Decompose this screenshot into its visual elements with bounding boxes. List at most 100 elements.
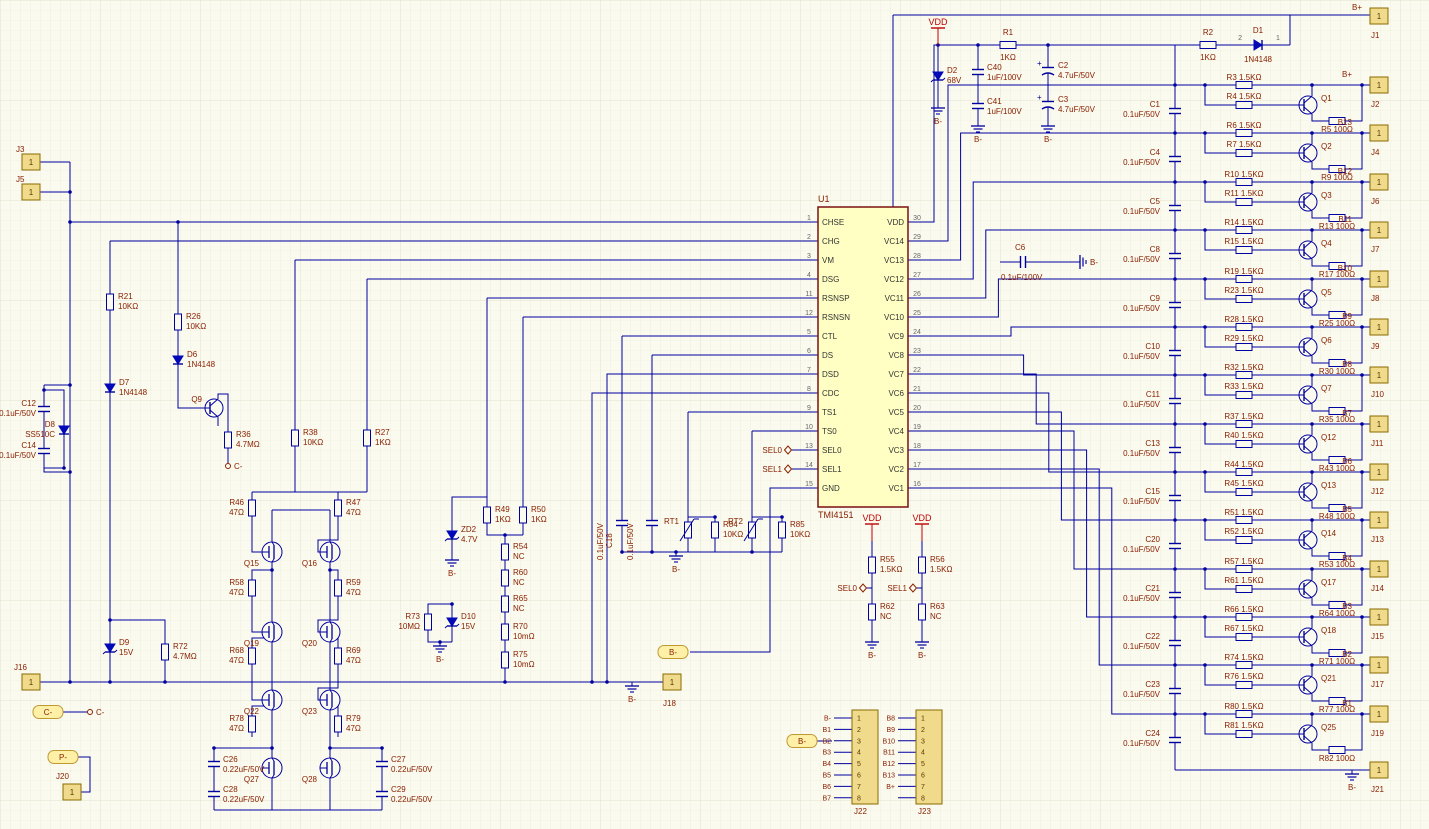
resistor-R10[interactable] (1231, 178, 1257, 186)
connector-box-J16[interactable] (21, 673, 41, 691)
resistor-R72[interactable] (161, 639, 169, 665)
resistor-R32[interactable] (1231, 371, 1257, 379)
connector-J2[interactable] (1369, 76, 1389, 94)
transistor-Q4[interactable] (1298, 240, 1318, 260)
resistor-R62[interactable] (868, 599, 876, 625)
transistor-Q17[interactable] (1298, 579, 1318, 599)
transistor-Q21[interactable] (1298, 675, 1318, 695)
resistor-R2[interactable] (1195, 41, 1221, 49)
net-flag-box[interactable] (32, 705, 64, 719)
capacitor-C24[interactable] (1169, 730, 1181, 750)
resistor-R40[interactable] (1231, 440, 1257, 448)
connector-box-J6[interactable] (1369, 173, 1389, 191)
connector-box-J8[interactable] (1369, 270, 1389, 288)
connector-box-J22[interactable] (851, 709, 879, 805)
connector-J3[interactable] (21, 153, 41, 171)
resistor-R46[interactable] (248, 495, 256, 521)
resistor-R58[interactable] (248, 575, 256, 601)
resistor-R80[interactable] (1231, 710, 1257, 718)
resistor-R25[interactable] (1324, 311, 1350, 319)
transistor-Q2[interactable] (1298, 143, 1318, 163)
connector-J4[interactable] (1369, 124, 1389, 142)
resistor-R59[interactable] (334, 575, 342, 601)
capacitor-C20[interactable] (1169, 536, 1181, 556)
resistor-R3[interactable] (1231, 81, 1257, 89)
transistor-Q5[interactable] (1298, 289, 1318, 309)
connector-J10[interactable] (1369, 366, 1389, 384)
net-flag-box[interactable] (786, 734, 818, 748)
resistor-R82[interactable] (1324, 746, 1350, 754)
resistor-R76[interactable] (1231, 681, 1257, 689)
mosfet-Q28[interactable] (319, 757, 341, 779)
connector-box-J10[interactable] (1369, 366, 1389, 384)
resistor-R63[interactable] (918, 599, 926, 625)
diode-D8[interactable] (58, 419, 70, 441)
resistor-R73[interactable] (424, 609, 432, 635)
resistor-R5[interactable] (1324, 117, 1350, 125)
net-flag-B-[interactable] (657, 645, 689, 659)
connector-box-J18[interactable] (662, 673, 682, 691)
resistor-R51[interactable] (1231, 516, 1257, 524)
connector-J5[interactable] (21, 183, 41, 201)
connector-J13[interactable] (1369, 511, 1389, 529)
resistor-R26[interactable] (174, 309, 182, 335)
resistor-R56[interactable] (918, 552, 926, 578)
resistor-R48[interactable] (1324, 504, 1350, 512)
resistor-R29[interactable] (1231, 343, 1257, 351)
resistor-R75[interactable] (501, 647, 509, 673)
connector-J20[interactable] (62, 783, 82, 801)
resistor-R50[interactable] (519, 502, 527, 528)
capacitor-C6[interactable] (1013, 256, 1033, 268)
net-port-diamond[interactable] (858, 583, 868, 593)
capacitor-C22[interactable] (1169, 633, 1181, 653)
resistor-R81[interactable] (1231, 730, 1257, 738)
thermistor-RT2[interactable] (743, 517, 763, 543)
diode-D1[interactable] (1247, 39, 1269, 51)
connector-J9[interactable] (1369, 318, 1389, 336)
transistor-Q6[interactable] (1298, 337, 1318, 357)
diode-D9[interactable] (102, 637, 118, 659)
resistor-R9[interactable] (1324, 165, 1350, 173)
capacitor-C14[interactable] (38, 441, 50, 461)
connector-J7[interactable] (1369, 221, 1389, 239)
connector-box-J5[interactable] (21, 183, 41, 201)
connector-box-J9[interactable] (1369, 318, 1389, 336)
capacitor-C5[interactable] (1169, 198, 1181, 218)
mosfet-Q16[interactable] (319, 541, 341, 563)
resistor-R84[interactable] (711, 517, 719, 543)
transistor-Q1[interactable] (1298, 95, 1318, 115)
capacitor-C13[interactable] (1169, 440, 1181, 460)
connector-box-J23[interactable] (915, 709, 943, 805)
connector-J11[interactable] (1369, 415, 1389, 433)
resistor-R13[interactable] (1324, 214, 1350, 222)
connector-box-J3[interactable] (21, 153, 41, 171)
resistor-R27[interactable] (363, 425, 371, 451)
connector-box-J7[interactable] (1369, 221, 1389, 239)
thermistor-RT1[interactable] (679, 517, 699, 543)
resistor-R77[interactable] (1324, 697, 1350, 705)
connector-box-J11[interactable] (1369, 415, 1389, 433)
resistor-R66[interactable] (1231, 613, 1257, 621)
capacitor-C8[interactable] (1169, 246, 1181, 266)
mosfet-Q22[interactable] (261, 689, 283, 711)
resistor-R15[interactable] (1231, 246, 1257, 254)
resistor-R47[interactable] (334, 495, 342, 521)
capacitor-C1[interactable] (1169, 101, 1181, 121)
resistor-R17[interactable] (1324, 262, 1350, 270)
connector-J1[interactable] (1369, 7, 1389, 25)
resistor-R53[interactable] (1324, 552, 1350, 560)
net-port-diamond[interactable] (908, 583, 918, 593)
capacitor-C10[interactable] (1169, 343, 1181, 363)
connector-J16[interactable] (21, 673, 41, 691)
diode-D6[interactable] (172, 349, 184, 371)
resistor-R71[interactable] (1324, 649, 1350, 657)
transistor-Q13[interactable] (1298, 482, 1318, 502)
resistor-R57[interactable] (1231, 565, 1257, 573)
mosfet-Q19[interactable] (261, 621, 283, 643)
transistor-Q9[interactable] (204, 398, 224, 418)
transistor-Q3[interactable] (1298, 192, 1318, 212)
connector-box-J14[interactable] (1369, 560, 1389, 578)
capacitor-C41[interactable] (972, 96, 984, 116)
net-flag-box[interactable] (657, 645, 689, 659)
resistor-R61[interactable] (1231, 585, 1257, 593)
